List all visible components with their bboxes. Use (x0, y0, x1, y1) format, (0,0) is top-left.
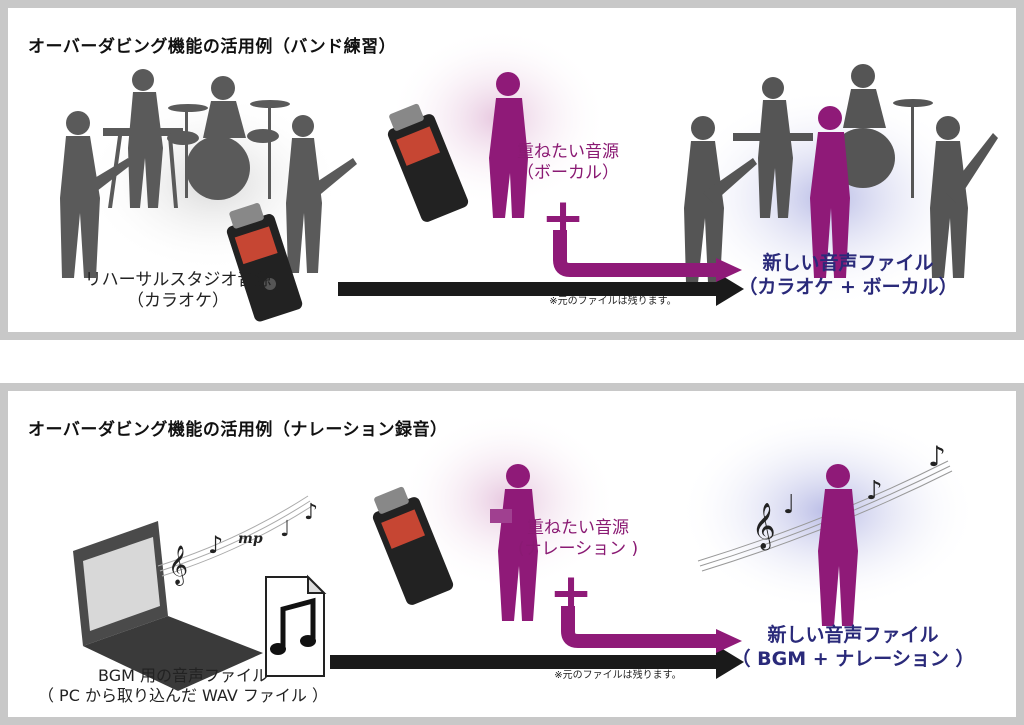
output-label-2-line1: 新しい音声ファイル (767, 624, 939, 646)
music-file-icon (265, 574, 327, 677)
recorder-studio (226, 203, 303, 322)
band-scene (60, 28, 998, 322)
svg-text:𝄞: 𝄞 (168, 545, 188, 586)
source-label-line1: リハーサルスタジオ音源 (84, 270, 272, 290)
music-notes-left: 𝄞 ♪ ♩ ♪ (157, 495, 318, 586)
band-silhouette-right (684, 64, 998, 283)
source-label-2: BGM 用の音声ファイル （ PC から取り込んだ WAV ファイル ） (18, 666, 348, 706)
mp-mark: mp (238, 531, 263, 547)
output-label-2-line2: （ BGM + ナレーション ） (731, 647, 975, 670)
overlay-label-2-line1: 重ねたい音源 (527, 518, 629, 538)
narrator-silhouette (490, 464, 538, 621)
svg-text:♪: ♪ (304, 500, 318, 525)
narrator-silhouette-output (818, 464, 858, 626)
svg-text:♩: ♩ (783, 490, 795, 520)
output-label-2: 新しい音声ファイル （ BGM + ナレーション ） (718, 624, 988, 672)
svg-text:♪: ♪ (208, 531, 223, 559)
narration-panel: 𝄞 ♪ ♩ ♪ mp (0, 383, 1024, 725)
overlay-label-2-line2: (ナレーション ) (517, 539, 639, 560)
singer-silhouette (489, 72, 528, 218)
laptop-icon (73, 521, 263, 691)
band-silhouette-left (60, 69, 357, 278)
recorder-narration (372, 486, 454, 605)
band-practice-panel: オーバーダビング機能の活用例（バンド練習） リハーサルスタジオ音源 （カラオケ）… (0, 0, 1024, 340)
overlay-label-line2: （ボーカル） (517, 163, 619, 184)
source-label-2-line1: BGM 用の音声ファイル (98, 666, 268, 685)
overlay-arrow-magenta-2 (561, 606, 742, 653)
svg-text:♩: ♩ (280, 517, 290, 542)
source-label-line2: （カラオケ） (127, 291, 229, 312)
note-text: ※元のファイルは残ります。 (549, 296, 677, 307)
overlay-label: 重ねたい音源 （ボーカル） (508, 142, 628, 185)
output-label: 新しい音声ファイル （カラオケ + ボーカル） (708, 252, 988, 300)
narration-scene: 𝄞 ♪ ♩ ♪ mp (73, 411, 978, 691)
overlay-arrow-magenta (553, 230, 742, 282)
svg-text:♪: ♪ (866, 476, 883, 506)
overlay-label-line1: 重ねたい音源 (517, 142, 619, 162)
mix-arrow-dark-2 (330, 645, 744, 679)
plus-sign: + (541, 188, 585, 248)
overlay-label-2: 重ねたい音源 (ナレーション ) (513, 518, 643, 561)
panel-title: オーバーダビング機能の活用例（バンド練習） (28, 37, 397, 57)
singer-silhouette-output (810, 106, 850, 278)
output-label-line1: 新しい音声ファイル (762, 252, 934, 274)
panel-title-2: オーバーダビング機能の活用例（ナレーション録音） (28, 420, 448, 440)
svg-text:♪: ♪ (928, 440, 946, 473)
output-label-line2: （カラオケ + ボーカル） (738, 275, 958, 298)
recorder-vocal (387, 103, 469, 222)
mix-arrow-dark (338, 272, 744, 306)
source-label: リハーサルスタジオ音源 （カラオケ） (58, 270, 298, 313)
plus-sign-2: + (549, 563, 593, 623)
svg-text:𝄞: 𝄞 (752, 503, 776, 551)
source-label-2-line2: （ PC から取り込んだ WAV ファイル ） (37, 686, 329, 705)
note-text-2: ※元のファイルは残ります。 (554, 670, 682, 681)
